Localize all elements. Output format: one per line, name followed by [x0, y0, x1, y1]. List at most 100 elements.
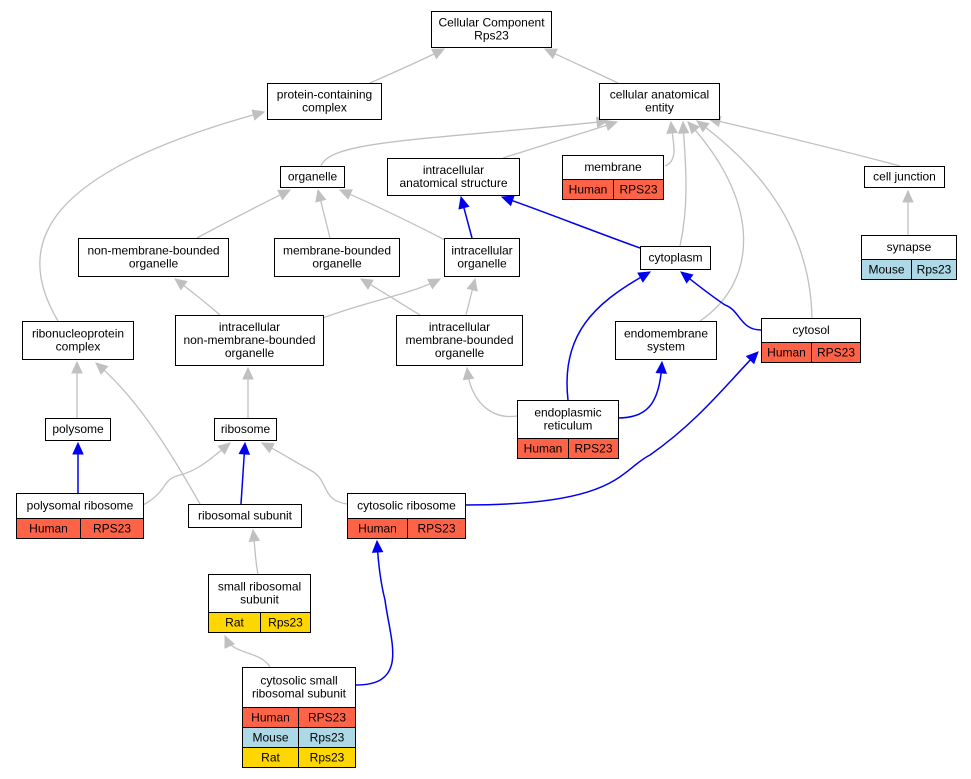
- edge-cytosol-to-cytoplasm: [680, 271, 762, 331]
- species-label: Human: [524, 442, 563, 456]
- edge-protein-containing-complex-to-root: [369, 48, 446, 84]
- gene-label: Rps23: [310, 751, 345, 765]
- node-label-line: complex: [56, 340, 101, 354]
- edge-intracellular-organelle-to-organelle: [338, 189, 446, 241]
- arrowhead: [687, 121, 701, 135]
- arrowhead: [217, 442, 231, 455]
- species-label: Human: [569, 183, 608, 197]
- arrowhead: [500, 195, 515, 207]
- gene-cell: [407, 518, 466, 539]
- edge-line: [355, 540, 394, 686]
- node-label-line: entity: [645, 101, 674, 115]
- arrowhead: [655, 360, 668, 374]
- species-label: Human: [29, 522, 68, 536]
- arrowhead: [696, 120, 710, 133]
- edge-polysome-to-ribonucleoprotein-complex: [71, 360, 83, 418]
- node-box: [599, 83, 720, 120]
- node-box: [214, 418, 277, 441]
- node-box: [267, 83, 382, 120]
- arrowhead: [338, 189, 353, 200]
- arrowhead: [604, 120, 619, 131]
- edge-cellular-anatomical-entity-to-root: [543, 48, 619, 84]
- edge-intracellular-anatomical-structure-to-cellular-anatomical-entity: [502, 120, 619, 159]
- annotation-row-human: Human RPS23: [347, 518, 466, 539]
- arrowhead: [251, 109, 266, 121]
- species-label: Rat: [225, 616, 244, 630]
- edge-endoplasmic-reticulum-to-cytoplasm: [566, 271, 652, 401]
- arrowhead: [677, 120, 690, 134]
- edge-line: [566, 271, 651, 401]
- edge-endomembrane-system-to-cellular-anatomical-entity: [687, 121, 745, 322]
- edge-line: [679, 121, 687, 247]
- node-label-line: intracellular: [423, 163, 484, 177]
- node-label-line: synapse: [887, 240, 932, 254]
- arrowhead: [248, 528, 261, 543]
- node-label-line: protein-containing: [277, 88, 372, 102]
- gene-cell: [613, 179, 664, 200]
- node-ribosomal-subunit[interactable]: ribosomal subunit: [188, 504, 302, 528]
- node-ribosome[interactable]: ribosome: [214, 418, 277, 441]
- node-box: [396, 315, 523, 366]
- node-label-line: organelle: [288, 170, 338, 184]
- node-label-line: non-membrane-bounded: [183, 333, 315, 347]
- node-box: [22, 321, 134, 360]
- node-intracellular-non-membrane-bounded-organelle[interactable]: intracellularnon-membrane-boundedorganel…: [175, 315, 324, 366]
- node-box: [640, 246, 711, 270]
- node-label-line: Cellular Component: [438, 16, 545, 30]
- edge-membrane-to-cellular-anatomical-entity: [664, 120, 678, 167]
- edge-line: [460, 196, 473, 239]
- gene-cell: [80, 518, 144, 539]
- node-box: [444, 238, 520, 277]
- gene-cell: [298, 747, 356, 768]
- node-cytoplasm[interactable]: cytoplasm: [640, 246, 711, 270]
- node-label-line: endoplasmic: [534, 406, 601, 420]
- arrowhead: [238, 441, 251, 455]
- edge-intracellular-membrane-bounded-organelle-to-membrane-bounded-organelle: [359, 278, 421, 316]
- node-box: [274, 238, 400, 277]
- edge-line: [466, 367, 518, 418]
- edge-cytosolic-ribosome-to-ribosome: [260, 442, 348, 505]
- edge-line: [544, 48, 619, 84]
- node-box: [761, 318, 861, 343]
- node-polysome[interactable]: polysome: [45, 418, 111, 441]
- edge-line: [465, 278, 476, 316]
- node-box: [347, 493, 466, 519]
- node-label-line: cellular anatomical: [610, 88, 709, 102]
- gene-label: RPS23: [417, 522, 455, 536]
- species-label: Mouse: [868, 263, 904, 277]
- arrowhead: [902, 189, 914, 203]
- node-label-line: cytosol: [792, 323, 829, 337]
- edge-line: [196, 189, 291, 239]
- edge-ribosome-to-intracellular-non-membrane-bounded-organelle: [242, 366, 254, 418]
- arrowhead: [95, 362, 109, 375]
- node-box: [188, 504, 302, 528]
- node-label-line: Rps23: [474, 29, 509, 43]
- edge-line: [320, 120, 609, 167]
- species-label: Human: [358, 522, 397, 536]
- node-organelle[interactable]: organelle: [280, 166, 345, 188]
- node-cell-junction[interactable]: cell junction: [864, 166, 945, 188]
- node-label-line: organelle: [129, 257, 179, 271]
- node-label-line: ribosomal subunit: [252, 687, 347, 701]
- edge-line: [360, 278, 421, 316]
